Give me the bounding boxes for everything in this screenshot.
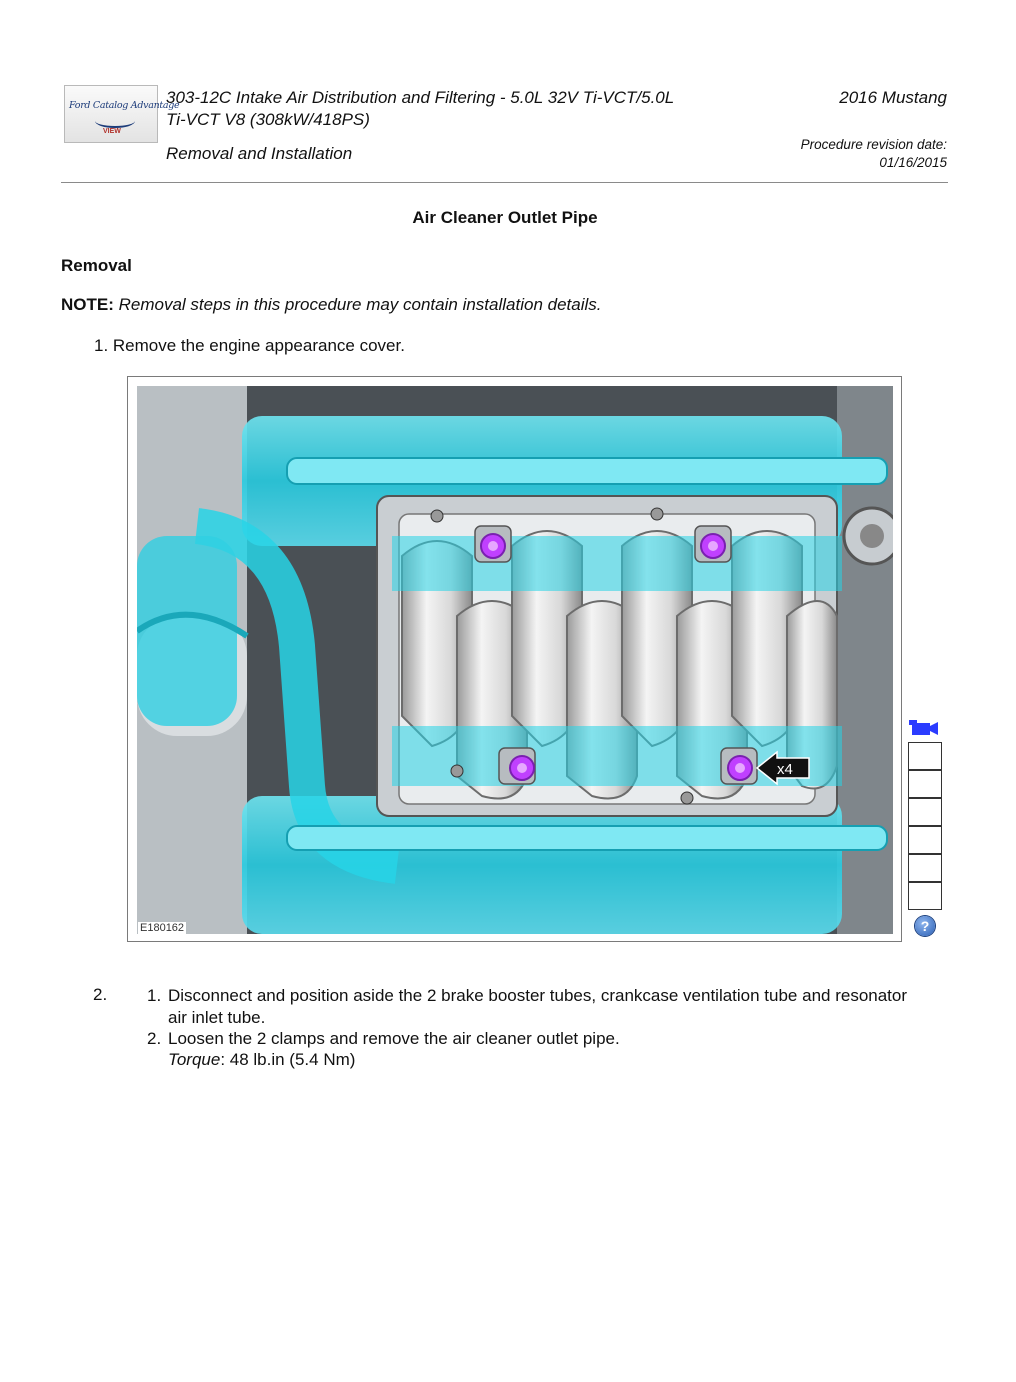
- note-text: Removal steps in this procedure may cont…: [118, 295, 602, 314]
- help-icon[interactable]: ?: [915, 916, 935, 936]
- note: NOTE: Removal steps in this procedure ma…: [61, 295, 601, 315]
- revision-label: Procedure revision date:: [800, 137, 947, 152]
- step-1: 1. Remove the engine appearance cover.: [94, 336, 405, 355]
- step-2-number: 2.: [93, 985, 108, 1004]
- toolbar-slot-1[interactable]: [908, 742, 942, 770]
- section-heading: Removal: [61, 256, 132, 275]
- header-title-line2: Ti-VCT V8 (308kW/418PS): [166, 110, 370, 129]
- engine-illustration: x4: [137, 386, 893, 934]
- toolbar-slot-5[interactable]: [908, 854, 942, 882]
- logo-subtext: VIEW: [103, 128, 121, 135]
- callout-label: x4: [777, 761, 793, 778]
- toolbar-slot-3[interactable]: [908, 798, 942, 826]
- torque-value: : 48 lb.in (5.4 Nm): [220, 1050, 356, 1069]
- toolbar-slot-6[interactable]: [908, 882, 942, 910]
- substep-2-number: 2.: [147, 1029, 162, 1048]
- torque-spec: Torque: 48 lb.in (5.4 Nm): [168, 1049, 355, 1070]
- substep-1-number: 1.: [147, 986, 162, 1005]
- substep-1-line1: Disconnect and position aside the 2 brak…: [168, 986, 908, 1005]
- header-title-line1: 303-12C Intake Air Distribution and Filt…: [166, 88, 675, 107]
- highlighted-bolts: [480, 533, 753, 781]
- video-camera-icon[interactable]: [909, 720, 939, 736]
- ford-catalog-logo: Ford Catalog Advantage VIEW: [64, 85, 180, 143]
- header-subtitle: Removal and Installation: [166, 144, 353, 163]
- vehicle-label: 2016 Mustang: [839, 88, 947, 107]
- logo-text: Ford Catalog Advantage: [69, 100, 180, 111]
- header-divider: [61, 182, 948, 183]
- toolbar-slot-4[interactable]: [908, 826, 942, 854]
- toolbar-slot-2[interactable]: [908, 770, 942, 798]
- document-title: Air Cleaner Outlet Pipe: [412, 208, 598, 227]
- figure-code: E180162: [138, 922, 187, 934]
- note-label: NOTE:: [61, 295, 114, 314]
- substep-1-line2: air inlet tube.: [168, 1008, 266, 1027]
- substep-2-text: Loosen the 2 clamps and remove the air c…: [168, 1029, 620, 1048]
- torque-label: Torque: [168, 1050, 221, 1069]
- revision-date: 01/16/2015: [879, 155, 947, 170]
- logo-swoosh-icon: [95, 114, 135, 128]
